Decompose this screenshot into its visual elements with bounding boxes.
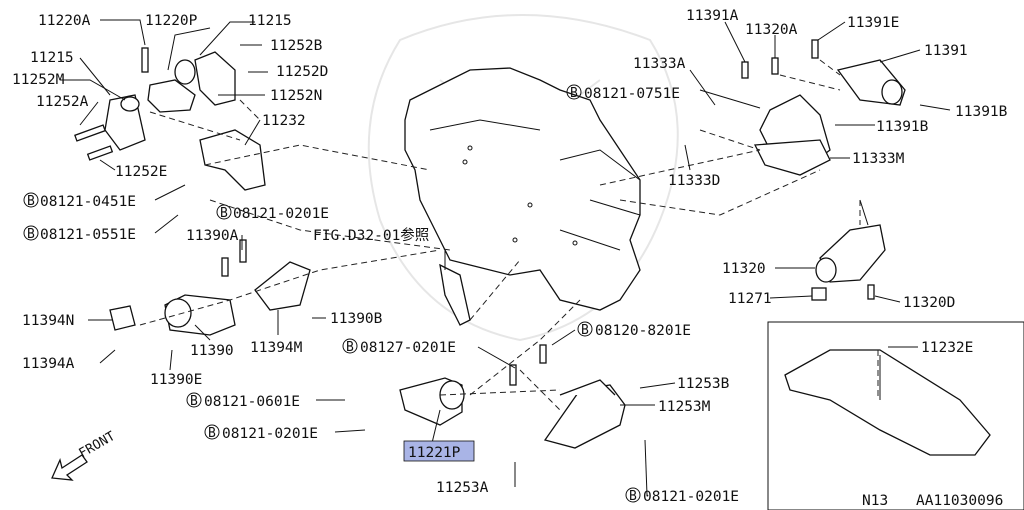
bolt-callout-0601[interactable]: B 08121-0601E	[186, 392, 300, 410]
label-08121-0201E-bottom: 08121-0201E	[643, 489, 739, 505]
label-fig-d32-01[interactable]: FIG.D32-01参照	[313, 227, 429, 244]
label-11253B[interactable]: 11253B	[677, 376, 730, 392]
inset-panel	[767, 321, 1024, 510]
label-11252E[interactable]: 11252E	[115, 164, 167, 180]
bolt-marker: B	[570, 86, 578, 101]
label-11391B-center[interactable]: 11391B	[876, 119, 929, 135]
bolt-callout-0551[interactable]: B 08121-0551E	[23, 225, 136, 243]
label-11232[interactable]: 11232	[262, 113, 306, 129]
front-arrow-icon: FRONT	[51, 429, 119, 481]
label-11252B[interactable]: 11252B	[270, 38, 323, 54]
label-11394M[interactable]: 11394M	[250, 340, 303, 356]
dashed-lines	[139, 59, 879, 411]
bolt-callout-08127[interactable]: B 08127-0201E	[342, 338, 456, 356]
label-11252N[interactable]: 11252N	[270, 88, 322, 104]
right-lower-mount-11320	[811, 199, 886, 301]
center-mount-11221P	[399, 263, 471, 426]
label-11320A[interactable]: 11320A	[745, 22, 798, 38]
label-11390A[interactable]: 11390A	[186, 228, 239, 244]
label-11252D[interactable]: 11252D	[276, 64, 328, 80]
label-08121-0601E: 08121-0601E	[204, 394, 300, 410]
bolt-callout-0451[interactable]: B 08121-0451E	[23, 192, 136, 210]
label-08121-0551E: 08121-0551E	[40, 227, 136, 243]
label-11333M[interactable]: 11333M	[852, 151, 905, 167]
label-11221P[interactable]: 11221P	[408, 445, 461, 461]
bolt-marker: B	[346, 340, 354, 355]
label-11253A[interactable]: 11253A	[436, 480, 489, 496]
label-n13: N13	[862, 493, 888, 509]
bolt-marker: B	[27, 227, 35, 242]
bolt-marker: B	[208, 426, 216, 441]
label-11220P[interactable]: 11220P	[145, 13, 198, 29]
label-11391[interactable]: 11391	[924, 43, 968, 59]
bolt-marker: B	[581, 323, 589, 338]
label-08121-0201E-mid: 08121-0201E	[222, 426, 318, 442]
right-upper-mount	[741, 39, 906, 176]
label-08121-0751E: 08121-0751E	[584, 86, 680, 102]
label-11220A[interactable]: 11220A	[38, 13, 91, 29]
bolt-callout-0201-top[interactable]: B 08121-0201E	[216, 204, 329, 222]
label-11391E[interactable]: 11391E	[847, 15, 899, 31]
bolt-marker: B	[629, 489, 637, 504]
label-front: FRONT	[77, 429, 119, 462]
engine-block	[404, 67, 641, 311]
label-11394A[interactable]: 11394A	[22, 356, 75, 372]
label-08127-0201E: 08127-0201E	[360, 340, 456, 356]
label-11394N[interactable]: 11394N	[22, 313, 74, 329]
leader-lines	[60, 19, 951, 496]
label-08121-0201E-top: 08121-0201E	[233, 206, 329, 222]
highlight-11221P	[403, 440, 475, 462]
bolt-callout-8201[interactable]: B 08120-8201E	[577, 321, 691, 339]
label-11215-top[interactable]: 11215	[248, 13, 292, 29]
bracket-11253M	[509, 344, 626, 449]
label-11333D[interactable]: 11333D	[668, 173, 720, 189]
bolt-callout-0201-mid[interactable]: B 08121-0201E	[204, 424, 318, 442]
bolt-marker: B	[220, 206, 228, 221]
label-11253M[interactable]: 11253M	[658, 399, 711, 415]
label-11215-left[interactable]: 11215	[30, 50, 74, 66]
bolt-marker: B	[190, 394, 198, 409]
diagram-reference-number: AA11030096	[916, 493, 1003, 509]
label-11390E[interactable]: 11390E	[150, 372, 202, 388]
label-11390B[interactable]: 11390B	[330, 311, 383, 327]
left-mount-11390	[109, 239, 311, 336]
label-11232E[interactable]: 11232E	[921, 340, 973, 356]
label-11390[interactable]: 11390	[190, 343, 234, 359]
label-11391B-right[interactable]: 11391B	[955, 104, 1008, 120]
label-11320D[interactable]: 11320D	[903, 295, 955, 311]
bolt-marker: B	[27, 194, 35, 209]
bolt-callout-0751[interactable]: B 08121-0751E	[566, 84, 680, 102]
bolt-callout-0201-bottom[interactable]: B 08121-0201E	[625, 487, 739, 505]
label-11320[interactable]: 11320	[722, 261, 766, 277]
label-11333A[interactable]: 11333A	[633, 56, 686, 72]
label-08121-0451E: 08121-0451E	[40, 194, 136, 210]
label-11252A[interactable]: 11252A	[36, 94, 89, 110]
upper-left-mount	[74, 47, 266, 191]
label-11391A[interactable]: 11391A	[686, 8, 739, 24]
label-08120-8201E: 08120-8201E	[595, 323, 691, 339]
label-11252M[interactable]: 11252M	[12, 72, 65, 88]
label-11271[interactable]: 11271	[728, 291, 772, 307]
